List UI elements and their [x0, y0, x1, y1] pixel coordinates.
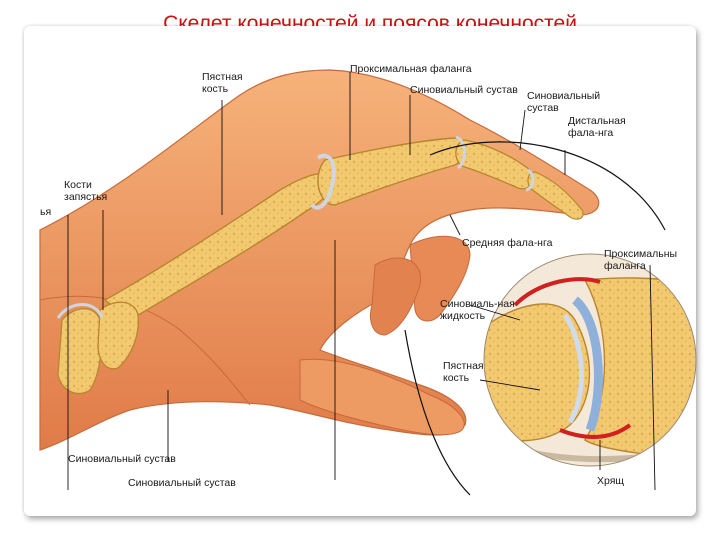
distal-phalanx-bone	[527, 171, 584, 220]
label-middle-phalanx: Средняя фала-нга	[462, 237, 553, 249]
label-synovial-joint-bottom: Синовиальный сустав	[128, 477, 236, 489]
label-proximal-phalanx: Проксимальная фаланга	[350, 63, 472, 75]
label-metacarpal: Пястная кость	[202, 71, 246, 95]
label-synovial-joint-right: Синовиальный сустав	[527, 90, 603, 114]
leader-lines	[67, 72, 656, 491]
label-metacarpal-inset: Пястная кость	[443, 360, 487, 384]
label-cartilage: Хрящ	[597, 475, 624, 487]
label-synovial-joint-bottom-left: Синовиальный сустав	[68, 453, 176, 465]
carpal-bone	[57, 308, 103, 395]
label-cut-left: ья	[40, 206, 51, 218]
labels: Пястная кость Проксимальная фаланга Сино…	[40, 63, 680, 489]
label-synovial-joint-top: Синовиальный сустав	[410, 84, 518, 96]
label-synovial-fluid: Синовиаль-ная жидкость	[440, 298, 518, 322]
label-distal-phalanx: Дистальная фала-нга	[568, 115, 629, 139]
label-proximal-phalanx-inset: Проксимальны фаланга	[604, 248, 680, 272]
bones	[56, 135, 584, 395]
middle-phalanx-bone	[455, 139, 534, 190]
carpal-bone-2	[97, 301, 139, 370]
label-carpal-bones: Кости запястья	[64, 179, 107, 203]
